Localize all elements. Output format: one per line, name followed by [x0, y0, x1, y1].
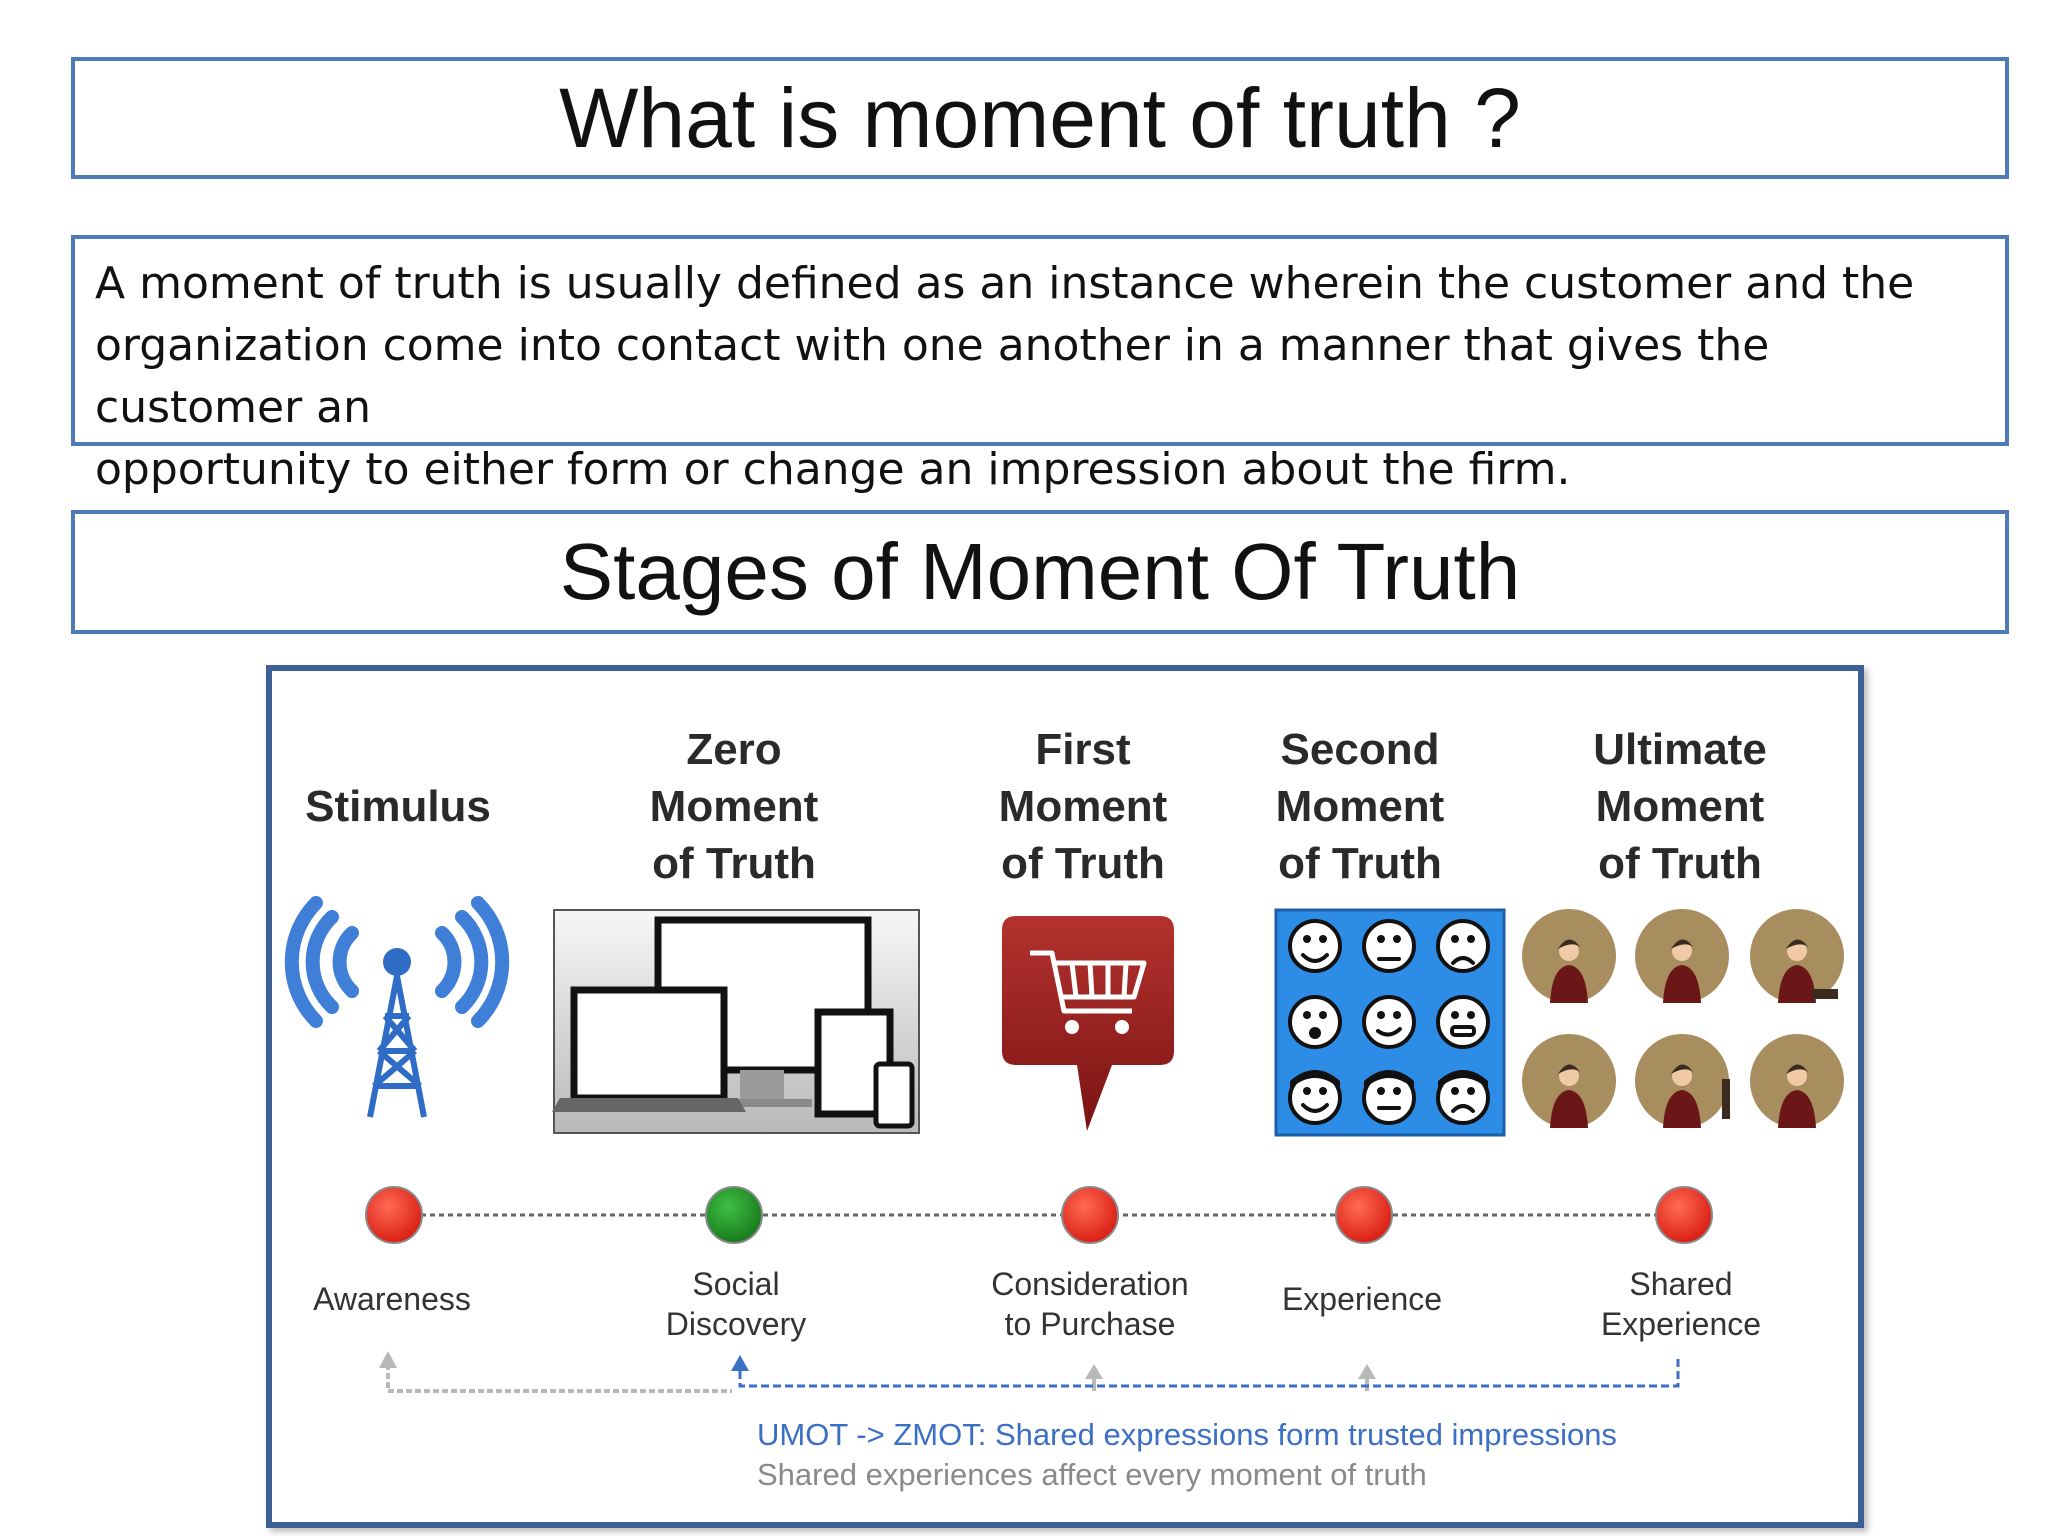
- timeline-dot-3: [1061, 1186, 1119, 1244]
- stage-label-2-line-2: Discovery: [666, 1306, 806, 1342]
- section-title-box: Stages of Moment Of Truth: [71, 510, 2009, 634]
- stage-title-4-line-1: Second: [1281, 725, 1440, 774]
- page-title: What is moment of truth ?: [559, 70, 1521, 165]
- stage-label-3-line-2: to Purchase: [1005, 1306, 1176, 1342]
- definition-line-3: opportunity to either form or change an …: [95, 444, 1571, 495]
- stage-title-2-line-2: Moment: [650, 782, 819, 831]
- title-box: What is moment of truth ?: [71, 57, 2009, 179]
- stage-title-3-line-2: Moment: [999, 782, 1168, 831]
- definition-line-2: organization come into contact with one …: [95, 320, 1770, 433]
- people-sharing-icon: [1522, 909, 1844, 1128]
- stage-label-1-line-1: Awareness: [313, 1281, 471, 1317]
- timeline-dot-5: [1655, 1186, 1713, 1244]
- definition-text: A moment of truth is usually defined as …: [95, 253, 1985, 501]
- stage-label-5-line-2: Experience: [1601, 1306, 1761, 1342]
- stage-title-5: Ultimate Moment of Truth: [1593, 725, 1767, 888]
- stage-title-3-line-1: First: [1035, 725, 1131, 774]
- definition-box: A moment of truth is usually defined as …: [71, 235, 2009, 495]
- stage-title-1-line-1: Stimulus: [305, 782, 491, 831]
- definition-line-1: A moment of truth is usually defined as …: [95, 258, 1915, 309]
- stage-title-5-line-3: of Truth: [1598, 839, 1762, 888]
- moment-of-truth-diagram: Stimulus Zero Moment of Truth First Mome…: [266, 665, 1864, 1528]
- stage-label-3: Consideration to Purchase: [991, 1266, 1188, 1342]
- stage-label-3-line-1: Consideration: [991, 1266, 1188, 1302]
- stage-title-2-line-3: of Truth: [652, 839, 816, 888]
- stage-label-5: Shared Experience: [1601, 1266, 1761, 1342]
- stage-title-5-line-1: Ultimate: [1593, 725, 1767, 774]
- timeline-dots: [365, 1186, 1713, 1244]
- stage-title-2-line-1: Zero: [686, 725, 781, 774]
- stage-title-4-line-2: Moment: [1276, 782, 1445, 831]
- faces-grid-icon: [1274, 908, 1506, 1137]
- stage-title-4-line-3: of Truth: [1278, 839, 1442, 888]
- section-title: Stages of Moment Of Truth: [559, 527, 1521, 616]
- stage-title-1: Stimulus: [305, 782, 491, 831]
- stage-label-5-line-1: Shared: [1629, 1266, 1732, 1302]
- timeline-dot-4: [1335, 1186, 1393, 1244]
- diagram-canvas: Stimulus Zero Moment of Truth First Mome…: [284, 725, 1844, 1492]
- stage-label-4-line-1: Experience: [1282, 1281, 1442, 1317]
- diagram-caption-primary: UMOT -> ZMOT: Shared expressions form tr…: [757, 1417, 1617, 1452]
- broadcast-tower-icon: [284, 896, 510, 1118]
- stage-label-4: Experience: [1282, 1281, 1442, 1317]
- stage-title-5-line-2: Moment: [1596, 782, 1765, 831]
- devices-icon: [552, 909, 920, 1134]
- stage-title-2: Zero Moment of Truth: [650, 725, 819, 888]
- shopping-cart-icon: [1002, 916, 1174, 1131]
- diagram-caption-secondary: Shared experiences affect every moment o…: [757, 1457, 1427, 1492]
- timeline-dot-1: [365, 1186, 423, 1244]
- stage-label-2: Social Discovery: [666, 1266, 806, 1342]
- stage-label-1: Awareness: [313, 1281, 471, 1317]
- stage-title-3: First Moment of Truth: [999, 725, 1168, 888]
- timeline-dot-2: [705, 1186, 763, 1244]
- stage-title-4: Second Moment of Truth: [1276, 725, 1445, 888]
- feedback-arrows: [379, 1351, 1680, 1393]
- stage-label-2-line-1: Social: [692, 1266, 779, 1302]
- stage-title-3-line-3: of Truth: [1001, 839, 1165, 888]
